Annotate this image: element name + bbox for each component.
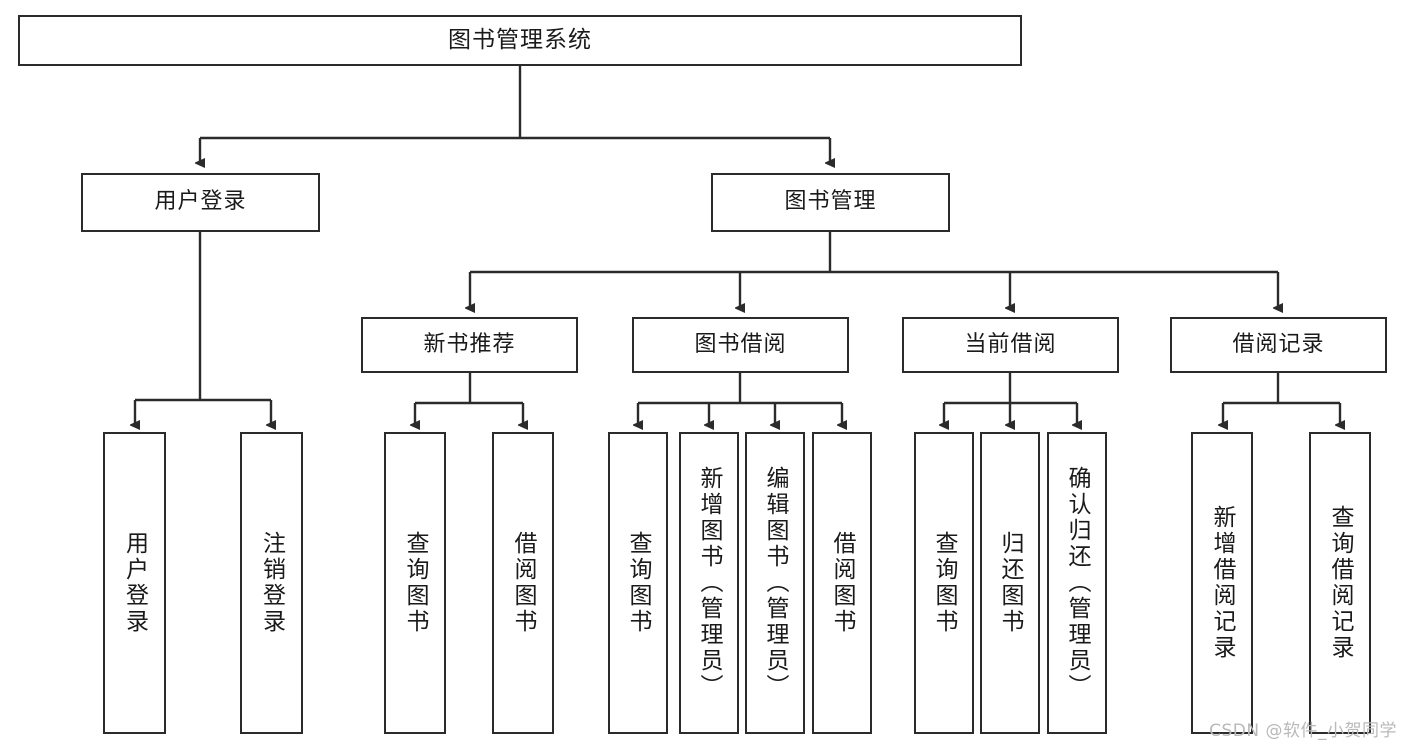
leaf-book-borrow-add[interactable]: 新增图书（管理员） <box>679 432 739 734</box>
leaf-book-borrow-edit[interactable]: 编辑图书（管理员） <box>745 432 805 734</box>
node-root-system[interactable]: 图书管理系统 <box>18 15 1022 66</box>
node-current-borrow[interactable]: 当前借阅 <box>902 317 1119 373</box>
node-user-login[interactable]: 用户登录 <box>81 173 320 232</box>
leaf-user-login-login[interactable]: 用户登录 <box>103 432 166 734</box>
leaf-new-book-query[interactable]: 查询图书 <box>384 432 446 734</box>
leaf-borrow-record-add[interactable]: 新增借阅记录 <box>1191 432 1253 734</box>
node-new-book-recommend[interactable]: 新书推荐 <box>361 317 578 373</box>
leaf-user-login-logout[interactable]: 注销登录 <box>240 432 303 734</box>
node-book-borrow[interactable]: 图书借阅 <box>632 317 849 373</box>
csdn-watermark: CSDN @软件_小贺同学 <box>1209 721 1397 741</box>
leaf-current-borrow-confirm-return[interactable]: 确认归还（管理员） <box>1047 432 1107 734</box>
leaf-book-borrow-borrow[interactable]: 借阅图书 <box>812 432 872 734</box>
node-book-management[interactable]: 图书管理 <box>711 173 950 232</box>
leaf-book-borrow-query[interactable]: 查询图书 <box>608 432 668 734</box>
leaf-current-borrow-return[interactable]: 归还图书 <box>980 432 1040 734</box>
leaf-borrow-record-query[interactable]: 查询借阅记录 <box>1309 432 1371 734</box>
node-borrow-record[interactable]: 借阅记录 <box>1170 317 1387 373</box>
leaf-new-book-borrow[interactable]: 借阅图书 <box>492 432 554 734</box>
leaf-current-borrow-query[interactable]: 查询图书 <box>914 432 974 734</box>
